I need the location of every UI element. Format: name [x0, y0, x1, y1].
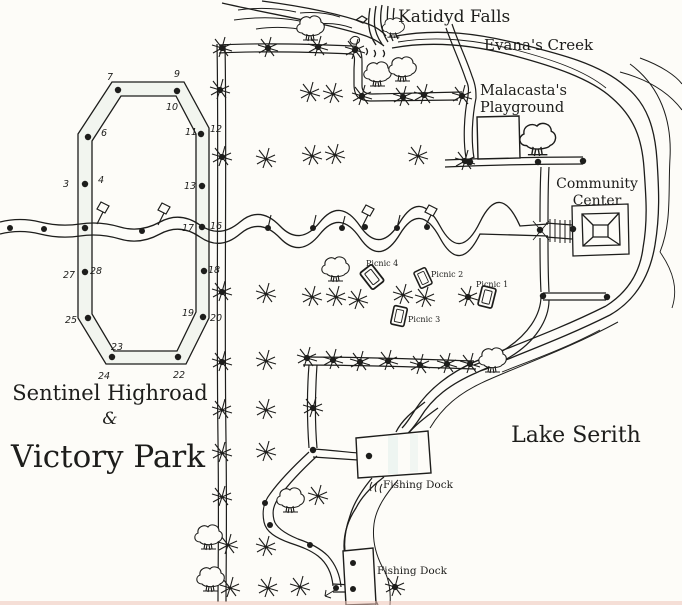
trail-station-number: 10 [166, 102, 178, 113]
trail-station-number: 23 [111, 342, 123, 353]
label-picnic-1: Picnic 1 [476, 280, 508, 289]
scan-edge-artifact [0, 601, 682, 605]
map-title-ampersand: & [102, 409, 117, 429]
trail-station-numbers: 7 9 10 6 11 12 3 4 13 17 16 27 28 18 25 … [63, 69, 222, 382]
trail-station-number: 28 [90, 266, 102, 277]
trail-station-number: 4 [98, 175, 104, 186]
evanas-creek-water [391, 31, 682, 316]
label-katidyd-falls: Katidyd Falls [398, 7, 510, 27]
trail-station-number: 20 [210, 313, 222, 324]
fishing-dock-lower [342, 547, 377, 605]
trail-station-number: 3 [63, 179, 69, 190]
trail-station-dots [7, 86, 611, 592]
community-center-building [545, 203, 630, 257]
playground-building [476, 115, 521, 160]
trail-station-number: 13 [184, 181, 196, 192]
label-picnic-3: Picnic 3 [408, 315, 440, 324]
picnic-table-icon [389, 304, 409, 328]
trail-station-number: 19 [182, 308, 194, 319]
trail-station-number: 12 [210, 124, 222, 135]
map-title-line1: Sentinel Highroad [12, 381, 207, 405]
trail-station-number: 27 [63, 270, 75, 281]
label-playground-line2: Playground [480, 100, 564, 116]
label-picnic-2: Picnic 2 [431, 270, 463, 279]
trail-station-number: 22 [173, 370, 185, 381]
octagon-loop-trail [77, 81, 210, 365]
park-trails [216, 23, 606, 603]
trail-station-number: 7 [107, 72, 113, 83]
label-playground-line1: Malacasta's [480, 83, 567, 99]
trail-station-number: 17 [182, 223, 194, 234]
label-community-line1: Community [556, 176, 638, 192]
trail-station-number: 16 [210, 221, 222, 232]
label-fishing-dock-lower: Fishing Dock [377, 565, 448, 577]
label-community-line2: Center [573, 193, 622, 209]
label-picnic-4: Picnic 4 [366, 259, 398, 268]
fishing-dock-upper [355, 430, 432, 494]
trail-station-number: 24 [98, 371, 110, 382]
trail-station-number: 6 [101, 128, 107, 139]
trail-station-number: 25 [65, 315, 77, 326]
map-title-block: Sentinel Highroad & Victory Park [10, 381, 208, 475]
label-evanas-creek: Evana's Creek [484, 36, 594, 54]
trail-station-number: 11 [185, 127, 197, 138]
trail-station-number: 18 [208, 265, 220, 276]
label-lake-serith: Lake Serith [511, 423, 641, 448]
trail-station-number: 9 [174, 69, 180, 80]
map-title-line2: Victory Park [10, 439, 205, 475]
label-fishing-dock-upper: Fishing Dock [383, 479, 454, 491]
